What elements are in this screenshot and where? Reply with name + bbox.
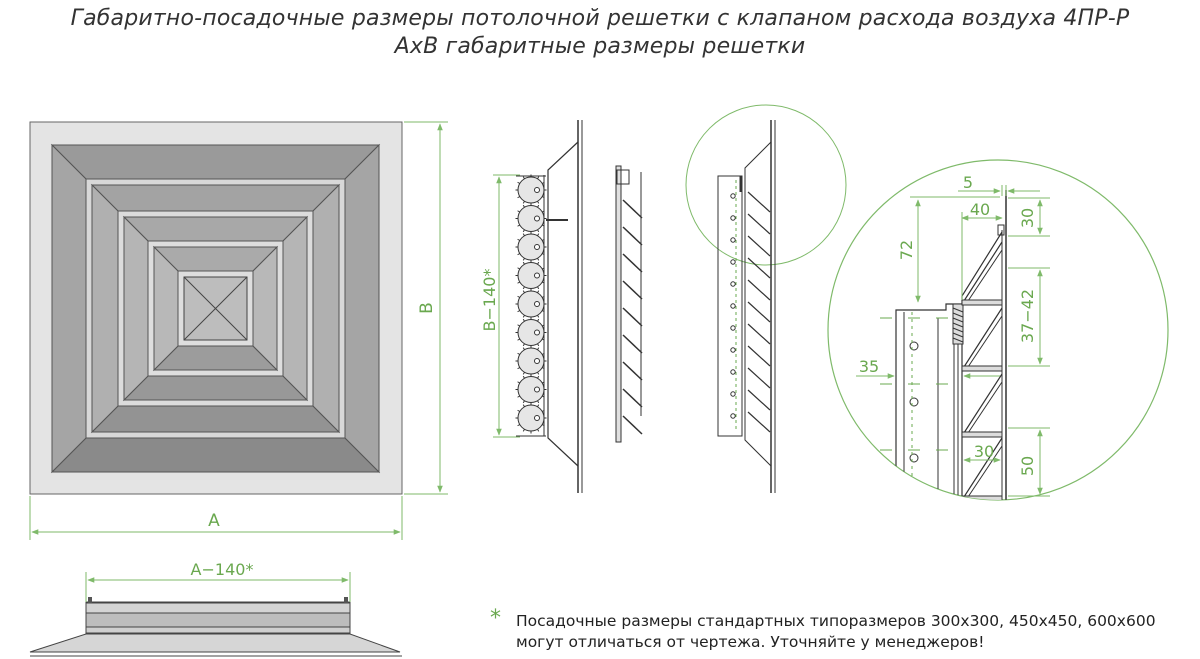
- louvre-blade: [961, 373, 1003, 437]
- bottom-section-view: A−140*: [29, 560, 402, 657]
- louvre-blade: [747, 301, 771, 323]
- dim-label-30-bottom: 30: [974, 442, 994, 461]
- louvre-blade: [622, 307, 643, 327]
- detail-circle: 5 40 30 72 37−42 35 30 50: [827, 159, 1169, 501]
- side-section-detail: [685, 104, 847, 493]
- dim-label-37-42: 37−42: [1018, 289, 1037, 343]
- dim-label-b-minus: B−140*: [480, 269, 499, 332]
- damper-blade: [517, 290, 545, 318]
- damper-blade: [517, 376, 545, 403]
- footnote-line-2: могут отличаться от чертежа. Уточняйте у…: [516, 633, 985, 651]
- louvre-blade: [622, 388, 643, 408]
- louvre-blade: [622, 199, 643, 219]
- louvre-blade: [747, 279, 771, 301]
- damper-blade: [517, 233, 545, 261]
- dimension-b: B: [404, 121, 448, 495]
- damper-blade: [517, 404, 545, 432]
- louvre-blade: [622, 361, 643, 381]
- dim-label-5: 5: [963, 173, 973, 192]
- dim-label-30-top: 30: [1018, 208, 1037, 228]
- louvre-blade: [747, 411, 771, 433]
- footnote-line-1: Посадочные размеры стандартных типоразме…: [516, 612, 1156, 630]
- pivot: [909, 341, 919, 351]
- pivot: [909, 397, 919, 407]
- dim-label-a-minus: A−140*: [191, 560, 254, 579]
- louvre-blade: [747, 213, 771, 235]
- louvre-blade: [747, 345, 771, 367]
- louvre-blade: [622, 226, 643, 246]
- front-view-grille: [29, 121, 403, 495]
- footnote: * Посадочные размеры стандартных типораз…: [490, 606, 1156, 653]
- dim-label-40: 40: [970, 200, 990, 219]
- damper-blade: [517, 347, 545, 375]
- louvre-blade: [622, 253, 643, 273]
- drawing-subtitle: AxB габаритные размеры решетки: [394, 34, 806, 59]
- louvre-blade: [747, 389, 771, 411]
- louvre-blade: [747, 191, 771, 213]
- louvre-blade: [622, 280, 643, 300]
- side-section-damper: B−140*: [480, 120, 583, 493]
- louvre-blade: [747, 235, 771, 257]
- dim-label-a: A: [208, 511, 220, 531]
- pivot: [909, 453, 919, 463]
- dim-label-72: 72: [897, 240, 916, 260]
- dim-label-b: B: [417, 302, 437, 314]
- damper-blade: [517, 205, 545, 232]
- drawing-title: Габаритно-посадочные размеры потолочной …: [70, 6, 1130, 31]
- louvre-blade: [747, 367, 771, 389]
- louvre-blade: [622, 334, 643, 354]
- louvre-blade: [961, 437, 1003, 500]
- damper-blade: [517, 262, 545, 289]
- asterisk-icon: *: [490, 606, 501, 631]
- dim-label-35: 35: [859, 357, 879, 376]
- louvre-blade: [747, 257, 771, 279]
- louvre-blade: [961, 307, 1003, 371]
- louvre-blade: [747, 323, 771, 345]
- louvre-blade: [622, 415, 643, 435]
- louvre-blade: [961, 241, 1003, 305]
- damper-blade: [517, 176, 545, 204]
- damper-blade: [517, 319, 545, 346]
- side-section-louvres: [615, 165, 643, 443]
- dim-label-50: 50: [1018, 456, 1037, 476]
- dimension-a: A: [29, 496, 403, 540]
